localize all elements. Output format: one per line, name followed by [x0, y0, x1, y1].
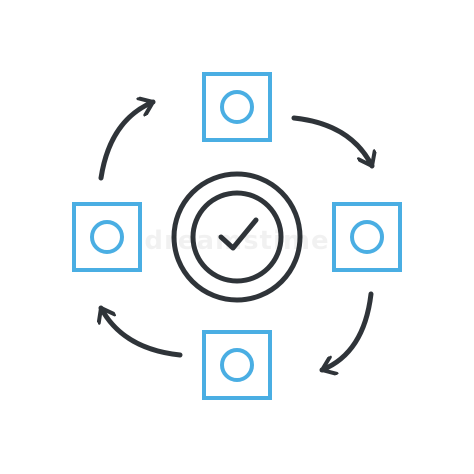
outer-ring	[171, 171, 303, 303]
node-circle	[90, 220, 124, 254]
arrow-top-left-icon	[98, 102, 156, 181]
arrow-top-right-icon	[291, 115, 372, 169]
node-bottom-icon	[202, 330, 272, 400]
node-circle	[220, 90, 254, 124]
node-square	[202, 72, 272, 142]
arrow-bottom-right-icon	[319, 291, 374, 370]
node-right-icon	[332, 202, 402, 272]
node-square	[202, 330, 272, 400]
check-circle-icon	[171, 171, 303, 303]
node-left-icon	[72, 202, 142, 272]
node-circle	[350, 220, 384, 254]
node-top-icon	[202, 72, 272, 142]
checkmark-icon	[218, 217, 259, 251]
node-square	[72, 202, 142, 272]
node-square	[332, 202, 402, 272]
inner-ring	[190, 190, 284, 284]
node-circle	[220, 348, 254, 382]
arrow-bottom-left-icon	[101, 305, 183, 358]
